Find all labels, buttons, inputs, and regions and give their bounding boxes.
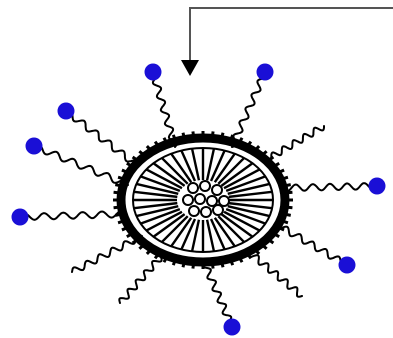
core-ring-tick <box>284 192 292 193</box>
core-ring-tick <box>115 185 123 187</box>
cargo-particle <box>219 196 229 206</box>
core-ring-tick <box>221 133 223 140</box>
head-group-dot <box>369 178 386 195</box>
core-ring-tick <box>183 133 185 140</box>
head-group-dot <box>26 138 43 155</box>
tail-strand <box>266 126 324 161</box>
core-ring-tick <box>212 262 213 269</box>
tail-strand <box>72 235 142 272</box>
core-ring-tick <box>193 131 194 138</box>
core-ring-tick <box>283 214 291 216</box>
core-ring-tick <box>283 185 291 187</box>
tail-strand <box>283 183 377 191</box>
core-cargo <box>179 181 229 218</box>
tail-strand <box>119 252 165 303</box>
tail-strand <box>20 211 126 220</box>
head-group-dot <box>145 64 162 81</box>
cargo-particle <box>200 181 210 191</box>
head-group-dot <box>224 319 241 336</box>
core-ring-tick <box>284 207 292 208</box>
head-group-dot <box>58 103 75 120</box>
core-ring-tick <box>114 207 122 208</box>
cargo-particle <box>207 196 217 206</box>
cargo-particle <box>201 207 211 217</box>
cargo-particle <box>188 183 198 193</box>
pointer-arrow <box>181 8 393 76</box>
head-group-dot <box>257 64 274 81</box>
head-group-dot <box>12 209 29 226</box>
arrow-down-icon <box>181 60 199 76</box>
core-ring-tick <box>115 214 123 216</box>
core-ring-tick <box>114 192 122 193</box>
cargo-particle <box>213 205 223 215</box>
cargo-particle <box>195 194 205 204</box>
cargo-particle <box>189 206 199 216</box>
tail-strand <box>232 72 267 147</box>
core-ring-tick <box>212 131 213 138</box>
cargo-particle <box>183 195 193 205</box>
core-ring-tick <box>193 262 194 269</box>
core-ring-tick <box>183 260 185 267</box>
tail-strand <box>66 110 138 166</box>
micelle-core <box>113 131 293 269</box>
tail-strand <box>276 224 347 266</box>
core-ring-tick <box>221 260 223 267</box>
head-group-dot <box>339 257 356 274</box>
tail-strand <box>249 252 302 297</box>
cargo-particle <box>212 185 222 195</box>
tail-strand <box>202 262 232 327</box>
pointer-line <box>190 8 393 62</box>
